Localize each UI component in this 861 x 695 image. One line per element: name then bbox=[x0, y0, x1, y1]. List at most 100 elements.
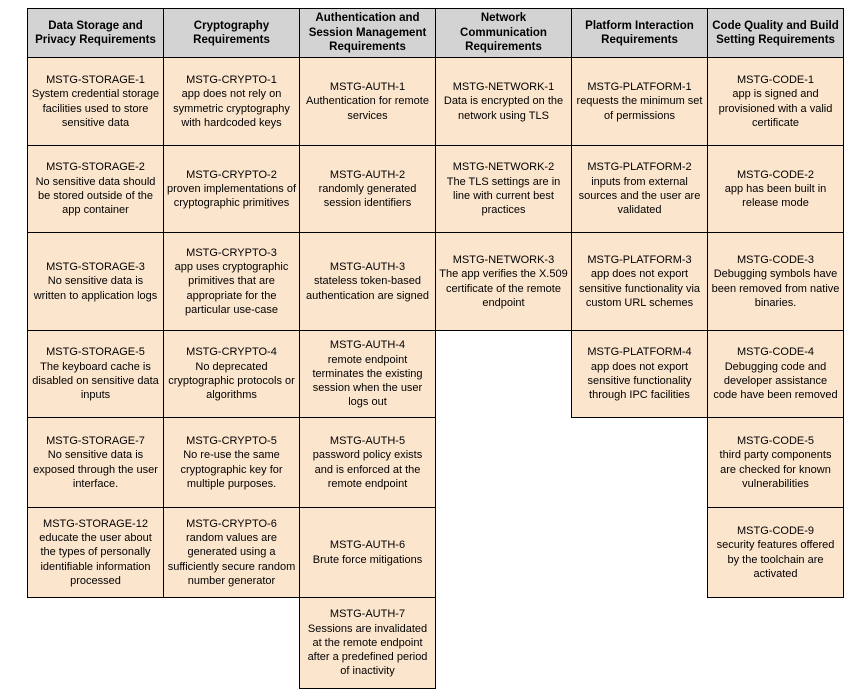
requirement-description: Brute force mitigations bbox=[312, 553, 423, 566]
column-header-data-storage: Data Storage and Privacy Requirements bbox=[27, 8, 164, 58]
column-platform: Platform Interaction Requirements MSTG-P… bbox=[571, 8, 708, 418]
mstg-requirements-table: Data Storage and Privacy Requirements MS… bbox=[27, 8, 844, 689]
column-header-platform: Platform Interaction Requirements bbox=[571, 8, 708, 58]
requirement-id: MSTG-CODE-2 bbox=[737, 168, 814, 181]
requirement-id: MSTG-CODE-4 bbox=[737, 346, 814, 359]
requirement-description: app has been built in release mode bbox=[724, 182, 827, 210]
requirement-description: No deprecated cryptographic protocols or… bbox=[168, 360, 295, 402]
requirement-id: MSTG-NETWORK-1 bbox=[452, 81, 555, 94]
requirement-description: Debugging code and developer assistance … bbox=[713, 360, 838, 402]
requirement-description: No sensitive data is exposed through the… bbox=[33, 449, 158, 490]
requirement-cell: MSTG-CODE-1 app is signed and provisioned… bbox=[707, 57, 844, 146]
requirement-description: The TLS settings are in line with curren… bbox=[446, 175, 561, 217]
requirement-description: app is signed and provisioned with a val… bbox=[718, 88, 833, 129]
column-header-network: Network Communication Requirements bbox=[435, 8, 572, 58]
column-code-quality: Code Quality and Build Setting Requireme… bbox=[707, 8, 844, 598]
requirement-id: MSTG-STORAGE-1 bbox=[46, 73, 145, 86]
requirement-description: randomly generated session identifiers bbox=[318, 182, 417, 210]
requirement-cell: MSTG-CRYPTO-6 random values are generated… bbox=[163, 507, 300, 598]
requirement-id: MSTG-AUTH-1 bbox=[329, 81, 406, 94]
column-network: Network Communication Requirements MSTG-… bbox=[435, 8, 572, 331]
requirement-id: MSTG-STORAGE-5 bbox=[46, 346, 145, 359]
requirement-id: MSTG-AUTH-5 bbox=[329, 434, 406, 447]
requirement-cell: MSTG-AUTH-5 password policy exists and is… bbox=[299, 417, 436, 508]
requirement-description: stateless token-based authentication are… bbox=[306, 275, 429, 302]
column-data-storage: Data Storage and Privacy Requirements MS… bbox=[27, 8, 164, 598]
requirement-id: MSTG-CRYPTO-5 bbox=[186, 434, 277, 447]
requirement-id: MSTG-CRYPTO-4 bbox=[186, 346, 277, 359]
requirement-id: MSTG-AUTH-3 bbox=[329, 261, 406, 274]
requirement-description: No sensitive data should be stored outsi… bbox=[35, 175, 156, 217]
requirement-id: MSTG-CRYPTO-2 bbox=[186, 168, 277, 181]
requirement-id: MSTG-PLATFORM-1 bbox=[587, 81, 692, 94]
requirement-id: MSTG-CRYPTO-1 bbox=[186, 73, 277, 86]
requirement-description: app does not rely on symmetric cryptogra… bbox=[173, 88, 290, 129]
requirement-id: MSTG-STORAGE-3 bbox=[46, 261, 145, 274]
requirement-description: Debugging symbols have been removed from… bbox=[711, 268, 840, 309]
requirement-description: Data is encrypted on the network using T… bbox=[443, 95, 564, 122]
requirement-cell: MSTG-STORAGE-12 educate the user about th… bbox=[27, 507, 164, 598]
requirement-description: app uses cryptographic primitives that a… bbox=[174, 261, 289, 316]
column-header-cryptography: Cryptography Requirements bbox=[163, 8, 300, 58]
requirement-description: Authentication for remote services bbox=[306, 95, 429, 122]
requirement-id: MSTG-CODE-9 bbox=[737, 524, 814, 537]
requirement-id: MSTG-STORAGE-7 bbox=[46, 434, 145, 447]
requirement-description: random values are generated using a suff… bbox=[167, 532, 296, 587]
requirement-id: MSTG-CODE-3 bbox=[737, 253, 814, 266]
requirement-id: MSTG-NETWORK-3 bbox=[452, 253, 555, 266]
requirement-description: third party components are checked for k… bbox=[719, 449, 832, 490]
requirement-id: MSTG-STORAGE-12 bbox=[43, 517, 148, 530]
requirement-id: MSTG-CRYPTO-6 bbox=[186, 517, 277, 530]
column-header-authentication: Authentication and Session Management Re… bbox=[299, 8, 436, 58]
requirement-description: System credential storage facilities use… bbox=[31, 88, 160, 129]
requirement-id: MSTG-AUTH-2 bbox=[329, 168, 406, 181]
column-header-code-quality: Code Quality and Build Setting Requireme… bbox=[707, 8, 844, 58]
column-authentication: Authentication and Session Management Re… bbox=[299, 8, 436, 689]
requirement-description: requests the minimum set of permissions bbox=[576, 95, 703, 122]
requirement-id: MSTG-PLATFORM-4 bbox=[587, 346, 692, 359]
requirement-description: security features offered by the toolcha… bbox=[716, 539, 835, 580]
column-cryptography: Cryptography Requirements MSTG-CRYPTO-1 a… bbox=[163, 8, 300, 598]
requirement-description: The keyboard cache is disabled on sensit… bbox=[32, 360, 159, 402]
requirement-id: MSTG-CRYPTO-3 bbox=[186, 246, 277, 259]
requirement-description: password policy exists and is enforced a… bbox=[312, 449, 423, 490]
requirement-cell: MSTG-CRYPTO-3 app uses cryptographic prim… bbox=[163, 232, 300, 331]
requirement-cell: MSTG-CRYPTO-5 No re-use the same cryptogr… bbox=[163, 417, 300, 508]
requirement-description: No sensitive data is written to applicat… bbox=[33, 275, 158, 302]
requirement-id: MSTG-AUTH-7 bbox=[329, 608, 406, 621]
requirement-id: MSTG-AUTH-6 bbox=[329, 539, 406, 552]
requirement-description: app does not export sensitive functional… bbox=[578, 268, 701, 309]
requirement-description: educate the user about the types of pers… bbox=[39, 532, 152, 587]
requirement-id: MSTG-CODE-1 bbox=[737, 73, 814, 86]
requirement-description: remote endpoint terminates the existing … bbox=[312, 353, 423, 409]
requirement-description: app does not export sensitive functional… bbox=[587, 360, 692, 402]
requirement-id: MSTG-NETWORK-2 bbox=[452, 161, 555, 174]
requirement-description: No re-use the same cryptographic key for… bbox=[180, 449, 283, 490]
requirement-cell: MSTG-CRYPTO-1 app does not rely on symmet… bbox=[163, 57, 300, 146]
requirement-id: MSTG-STORAGE-2 bbox=[46, 161, 145, 174]
requirement-cell: MSTG-STORAGE-7 No sensitive data is expos… bbox=[27, 417, 164, 508]
requirement-cell: MSTG-CODE-9 security features offered by … bbox=[707, 507, 844, 598]
requirement-description: proven implementations of cryptographic … bbox=[167, 182, 297, 210]
